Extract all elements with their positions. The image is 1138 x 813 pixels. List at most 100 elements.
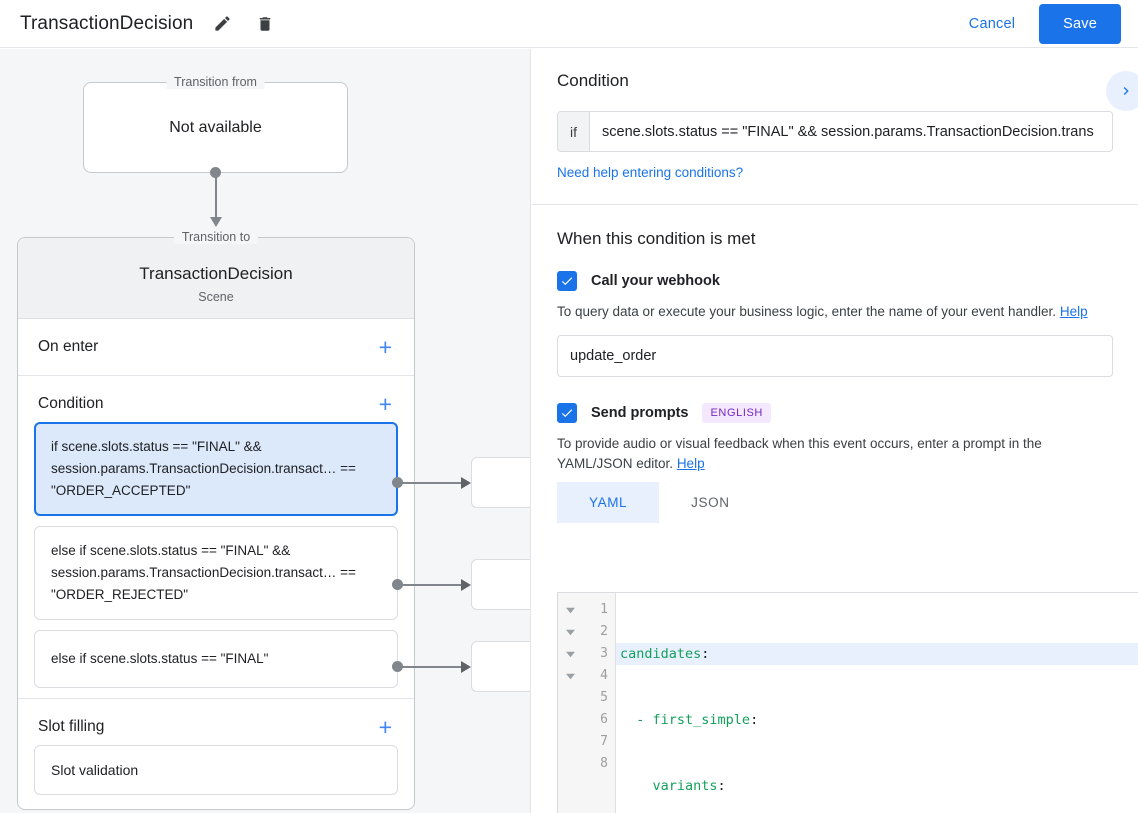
line-number: 7 bbox=[600, 734, 608, 749]
code-line-2[interactable]: - first_simple: bbox=[616, 709, 1138, 731]
panel-when-met-section: When this condition is met Call your web… bbox=[532, 205, 1138, 545]
prompts-check-row[interactable]: Send prompts ENGLISH bbox=[557, 403, 1113, 423]
section-condition: Condition + if scene.slots.status == "FI… bbox=[18, 376, 414, 699]
scene-type: Scene bbox=[198, 290, 234, 304]
prompts-checkbox[interactable] bbox=[557, 403, 577, 423]
prompts-helper-text: To provide audio or visual feedback when… bbox=[557, 434, 1113, 474]
chevron-down-icon bbox=[566, 651, 575, 657]
transition-to-card[interactable]: Transition to TransactionDecision Scene … bbox=[17, 230, 415, 810]
code-token-key: candidates bbox=[620, 646, 702, 662]
line-number: 3 bbox=[600, 646, 608, 661]
chevron-down-icon bbox=[566, 629, 575, 635]
tab-yaml[interactable]: YAML bbox=[557, 482, 660, 523]
condition-out-dot-2 bbox=[392, 661, 403, 672]
editor-line-numbers: 1 2 3 4 5 6 7 8 bbox=[583, 593, 616, 813]
panel-condition-section: Condition if Need help entering conditio… bbox=[532, 49, 1138, 205]
fold-toggle-3[interactable] bbox=[558, 643, 583, 665]
webhook-help-link[interactable]: Help bbox=[1059, 304, 1088, 319]
check-icon bbox=[561, 409, 573, 418]
add-slot-filling-button[interactable]: + bbox=[378, 714, 392, 740]
condition-prefix-label: if bbox=[558, 112, 590, 151]
details-panel: Condition if Need help entering conditio… bbox=[532, 49, 1138, 813]
yaml-editor[interactable]: 1 2 3 4 5 6 7 8 candidates: - first_simp… bbox=[557, 592, 1138, 813]
prompts-helper-body: To provide audio or visual feedback when… bbox=[557, 436, 1042, 471]
tab-json[interactable]: JSON bbox=[691, 495, 730, 510]
condition-help-link[interactable]: Need help entering conditions? bbox=[557, 165, 744, 180]
condition-out-arrow-0 bbox=[461, 477, 471, 489]
chevron-down-icon bbox=[566, 673, 575, 679]
editor-fold-gutter[interactable] bbox=[558, 593, 583, 813]
condition-target-box-0[interactable] bbox=[471, 457, 530, 508]
condition-out-arrow-2 bbox=[461, 661, 471, 673]
line-number: 8 bbox=[600, 756, 608, 771]
panel-condition-heading: Condition bbox=[557, 71, 629, 90]
collapse-panel-button[interactable] bbox=[1106, 71, 1138, 111]
connector-dot bbox=[210, 167, 221, 178]
check-icon bbox=[561, 277, 573, 286]
slot-validation-item[interactable]: Slot validation bbox=[34, 745, 398, 795]
editor-format-tabs: YAML JSON bbox=[557, 482, 1113, 523]
condition-input[interactable] bbox=[590, 112, 1112, 151]
prompts-label: Send prompts bbox=[591, 405, 689, 421]
code-token-punct: : bbox=[701, 646, 710, 662]
condition-out-line-1 bbox=[398, 584, 464, 586]
pencil-icon bbox=[215, 16, 230, 31]
save-button[interactable]: Save bbox=[1039, 3, 1121, 44]
edit-name-button[interactable] bbox=[207, 9, 237, 39]
add-condition-button[interactable]: + bbox=[378, 391, 392, 417]
connector-arrowhead bbox=[210, 217, 222, 227]
code-token-key: - first_simple bbox=[636, 712, 751, 728]
condition-target-box-1[interactable] bbox=[471, 559, 530, 610]
line-number: 2 bbox=[600, 624, 608, 639]
webhook-helper-text: To query data or execute your business l… bbox=[557, 302, 1113, 322]
line-number: 4 bbox=[600, 668, 608, 683]
connector-line bbox=[215, 173, 217, 221]
prompts-help-link[interactable]: Help bbox=[676, 456, 705, 471]
webhook-check-row[interactable]: Call your webhook bbox=[557, 271, 1113, 291]
chevron-right-icon bbox=[1123, 87, 1129, 95]
fold-toggle-4[interactable] bbox=[558, 665, 583, 687]
condition-out-dot-1 bbox=[392, 579, 403, 590]
section-title-condition: Condition bbox=[38, 395, 104, 412]
condition-item-2[interactable]: else if scene.slots.status == "FINAL" bbox=[34, 630, 398, 688]
transition-from-card[interactable]: Transition from Not available bbox=[83, 75, 348, 173]
code-token-punct: : bbox=[717, 778, 726, 794]
when-met-heading: When this condition is met bbox=[557, 229, 756, 248]
delete-button[interactable] bbox=[250, 9, 280, 39]
webhook-helper-body: To query data or execute your business l… bbox=[557, 304, 1057, 319]
code-line-1[interactable]: candidates: bbox=[616, 643, 1138, 665]
trash-icon bbox=[260, 16, 271, 31]
transition-from-legend: Transition from bbox=[166, 75, 265, 89]
condition-out-line-2 bbox=[398, 666, 464, 668]
fold-toggle-2[interactable] bbox=[558, 621, 583, 643]
editor-code-area[interactable]: candidates: - first_simple: variants: - … bbox=[616, 593, 1138, 813]
condition-target-box-2[interactable] bbox=[471, 641, 530, 692]
add-on-enter-button[interactable]: + bbox=[378, 334, 392, 360]
condition-out-arrow-1 bbox=[461, 579, 471, 591]
code-token-punct: : bbox=[750, 712, 759, 728]
section-title-slot-filling: Slot filling bbox=[38, 718, 105, 735]
section-slot-filling: Slot filling + Slot validation bbox=[18, 699, 414, 795]
code-line-3[interactable]: variants: bbox=[616, 775, 1138, 797]
section-on-enter: On enter + bbox=[18, 319, 414, 376]
line-number: 6 bbox=[600, 712, 608, 727]
line-number: 5 bbox=[600, 690, 608, 705]
webhook-checkbox[interactable] bbox=[557, 271, 577, 291]
condition-input-row[interactable]: if bbox=[557, 111, 1113, 152]
transition-from-value: Not available bbox=[169, 118, 262, 136]
webhook-handler-input[interactable] bbox=[557, 335, 1113, 377]
condition-item-1[interactable]: else if scene.slots.status == "FINAL" &&… bbox=[34, 526, 398, 620]
condition-out-line-0 bbox=[398, 482, 464, 484]
language-badge: ENGLISH bbox=[702, 403, 771, 423]
condition-item-0[interactable]: if scene.slots.status == "FINAL" && sess… bbox=[34, 422, 398, 516]
page-title: TransactionDecision bbox=[20, 12, 194, 34]
scene-name: TransactionDecision bbox=[139, 264, 293, 283]
top-bar-actions: Cancel Save bbox=[957, 3, 1138, 44]
fold-toggle-1[interactable] bbox=[558, 599, 583, 621]
cancel-button[interactable]: Cancel bbox=[957, 7, 1027, 41]
chevron-down-icon bbox=[566, 607, 575, 613]
scene-header: TransactionDecision Scene bbox=[18, 238, 414, 319]
flow-canvas[interactable]: Transition from Not available Transition… bbox=[0, 49, 531, 813]
condition-out-dot-0 bbox=[392, 477, 403, 488]
webhook-label: Call your webhook bbox=[591, 273, 720, 289]
